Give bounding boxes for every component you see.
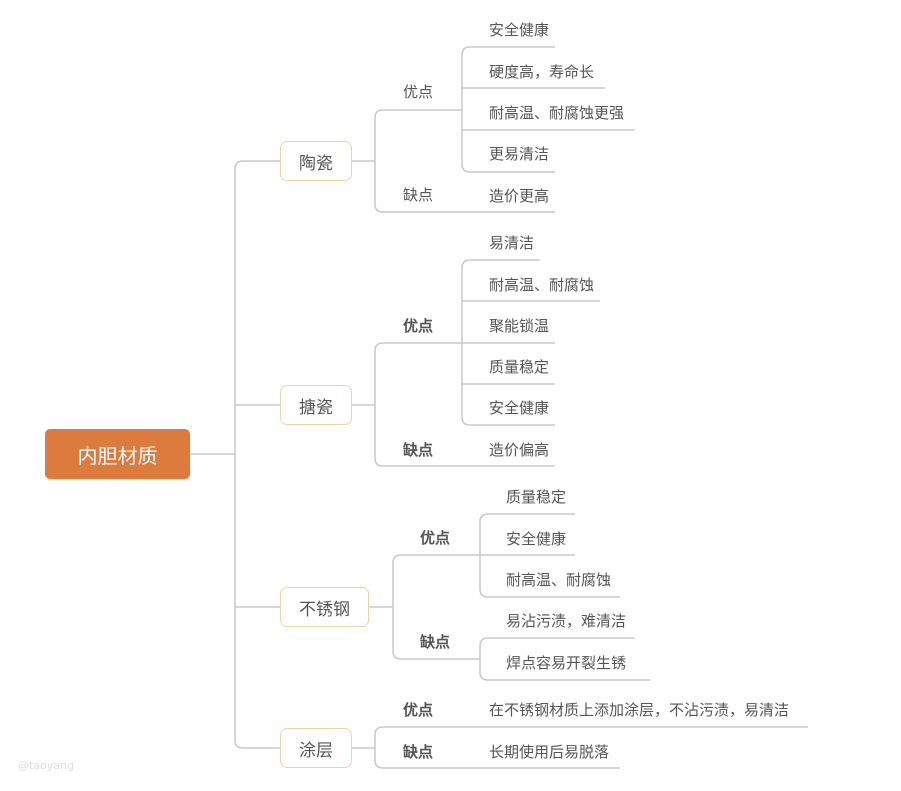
root-label: 内胆材质 — [77, 443, 158, 468]
root-node[interactable]: 内胆材质 — [45, 429, 190, 479]
leaf-item[interactable]: 更易清洁 — [489, 145, 550, 163]
leaf-item[interactable]: 耐高温、耐腐蚀 — [489, 276, 595, 294]
leaf-item[interactable]: 耐高温、耐腐蚀更强 — [489, 104, 625, 122]
cons-label: 缺点 — [403, 186, 434, 204]
branch-node-ceramic[interactable]: 陶瓷 — [280, 141, 352, 181]
leaf-item[interactable]: 质量稳定 — [506, 488, 567, 506]
leaf-item[interactable]: 易沾污渍，难清洁 — [506, 612, 627, 630]
leaf-item[interactable]: 耐高温、耐腐蚀 — [506, 571, 612, 589]
leaf-item[interactable]: 焊点容易开裂生锈 — [506, 654, 627, 672]
branch-label: 不锈钢 — [299, 599, 350, 620]
cons-label: 缺点 — [403, 743, 434, 761]
leaf-item[interactable]: 长期使用后易脱落 — [489, 743, 610, 761]
pros-label: 优点 — [403, 83, 434, 101]
leaf-item[interactable]: 聚能锁温 — [489, 317, 550, 335]
branch-node-enamel[interactable]: 搪瓷 — [280, 385, 352, 425]
branch-label: 搪瓷 — [299, 397, 333, 418]
watermark: @taoyang — [18, 759, 74, 772]
leaf-item[interactable]: 安全健康 — [489, 399, 550, 417]
leaf-item[interactable]: 安全健康 — [489, 21, 550, 39]
pros-label: 优点 — [403, 701, 434, 719]
branch-label: 涂层 — [299, 740, 333, 761]
leaf-item[interactable]: 质量稳定 — [489, 358, 550, 376]
branch-node-coating[interactable]: 涂层 — [280, 728, 352, 768]
leaf-item[interactable]: 硬度高，寿命长 — [489, 63, 595, 81]
leaf-item[interactable]: 造价偏高 — [489, 441, 550, 459]
leaf-item[interactable]: 在不锈钢材质上添加涂层，不沾污渍，易清洁 — [489, 701, 790, 719]
branch-label: 陶瓷 — [299, 153, 333, 174]
leaf-item[interactable]: 安全健康 — [506, 530, 567, 548]
leaf-item[interactable]: 易清洁 — [489, 234, 535, 252]
branch-node-stainless-steel[interactable]: 不锈钢 — [280, 587, 369, 627]
cons-label: 缺点 — [403, 441, 434, 459]
pros-label: 优点 — [403, 317, 434, 335]
leaf-item[interactable]: 造价更高 — [489, 187, 550, 205]
cons-label: 缺点 — [420, 633, 451, 651]
pros-label: 优点 — [420, 529, 451, 547]
